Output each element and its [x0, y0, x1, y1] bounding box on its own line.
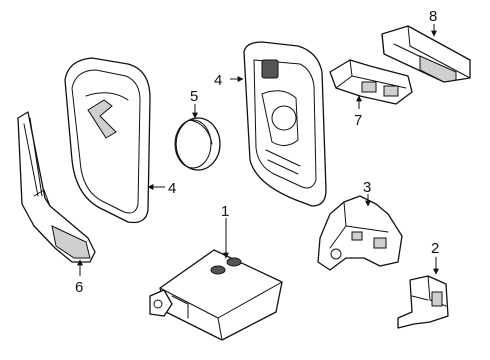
callout-1: 1: [221, 203, 229, 220]
part-4-fob-housing: [243, 41, 327, 207]
part-2-clip: [397, 275, 449, 329]
part-3-mount-bracket: [317, 195, 403, 271]
callout-3: 3: [363, 179, 371, 196]
callout-labels: 1 2 3 4 4 5 6 7 8: [75, 8, 439, 296]
part-6-emergency-key: [17, 111, 96, 263]
part-7-connector: [329, 59, 413, 105]
part-5-battery: [174, 117, 221, 171]
callout-8: 8: [429, 8, 437, 25]
callout-7: 7: [354, 112, 362, 129]
part-8-bracket: [381, 25, 471, 83]
callout-4-right: 4: [214, 72, 222, 89]
callout-5: 5: [190, 88, 198, 105]
callout-4-left: 4: [168, 180, 176, 197]
part-4-fob-shell: [64, 57, 151, 224]
callout-leaders: [77, 24, 439, 276]
callout-6: 6: [75, 279, 83, 296]
part-1-module: [149, 249, 283, 341]
callout-2: 2: [431, 240, 439, 257]
